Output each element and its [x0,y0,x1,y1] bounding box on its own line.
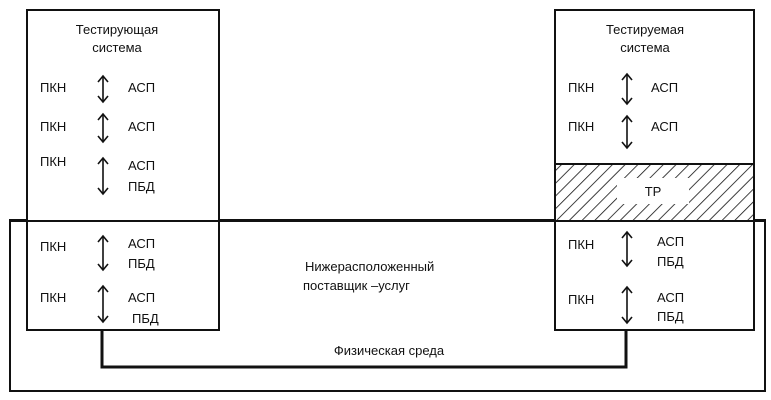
pkn-label: ПКН [40,239,66,254]
double-arrow-icon [621,72,633,106]
lower-right-row-2: ПКН АСП ПБД [568,285,684,325]
pbd-label: ПБД [128,179,155,194]
pbd-label: ПБД [132,311,159,326]
testing-row-2: ПКН АСП [40,112,155,144]
lower-right-row-1: ПКН АСП ПБД [568,230,684,269]
asp-label: АСП [651,80,678,95]
double-arrow-icon [97,112,109,144]
provider-label-line2: поставщик –услуг [303,278,410,293]
pbd-label: ПБД [657,309,684,324]
asp-label: АСП [128,236,155,251]
asp-label: АСП [657,290,684,305]
tested-system-title-line1: Тестируемая [606,22,684,37]
pkn-label: ПКН [568,292,594,307]
testing-row-3: ПКН АСП ПБД [40,154,155,196]
asp-label: АСП [657,234,684,249]
physical-medium-line [100,330,628,369]
pkn-label: ПКН [40,154,66,169]
tested-row-1: ПКН АСП [568,72,678,106]
double-arrow-icon [97,156,109,196]
pbd-label: ПБД [128,256,155,271]
testing-system-title-line2: система [92,40,142,55]
double-arrow-icon [97,234,109,272]
provider-label-line1: Нижерасположенный [305,259,434,274]
double-arrow-icon [621,230,633,268]
pkn-label: ПКН [40,290,66,305]
testing-row-1: ПКН АСП [40,74,155,104]
lower-left-row-2: ПКН АСП ПБД [40,284,159,326]
double-arrow-icon [97,284,109,324]
double-arrow-icon [621,285,633,325]
pkn-label: ПКН [568,80,594,95]
testing-system-box [26,9,220,331]
asp-label: АСП [651,119,678,134]
pkn-label: ПКН [40,80,66,95]
double-arrow-icon [97,74,109,104]
asp-label: АСП [128,80,155,95]
asp-label: АСП [128,158,155,173]
testing-system-title-line1: Тестирующая [76,22,158,37]
physical-medium-label: Физическая среда [334,343,445,358]
tested-system-title-line2: система [620,40,670,55]
double-arrow-icon [621,114,633,150]
asp-label: АСП [128,290,155,305]
asp-label: АСП [128,119,155,134]
tested-row-2: ПКН АСП [568,114,678,150]
pkn-label: ПКН [568,119,594,134]
tr-label: ТР [645,184,662,199]
pkn-label: ПКН [568,237,594,252]
pkn-label: ПКН [40,119,66,134]
pbd-label: ПБД [657,254,684,269]
lower-left-row-1: ПКН АСП ПБД [40,234,155,272]
